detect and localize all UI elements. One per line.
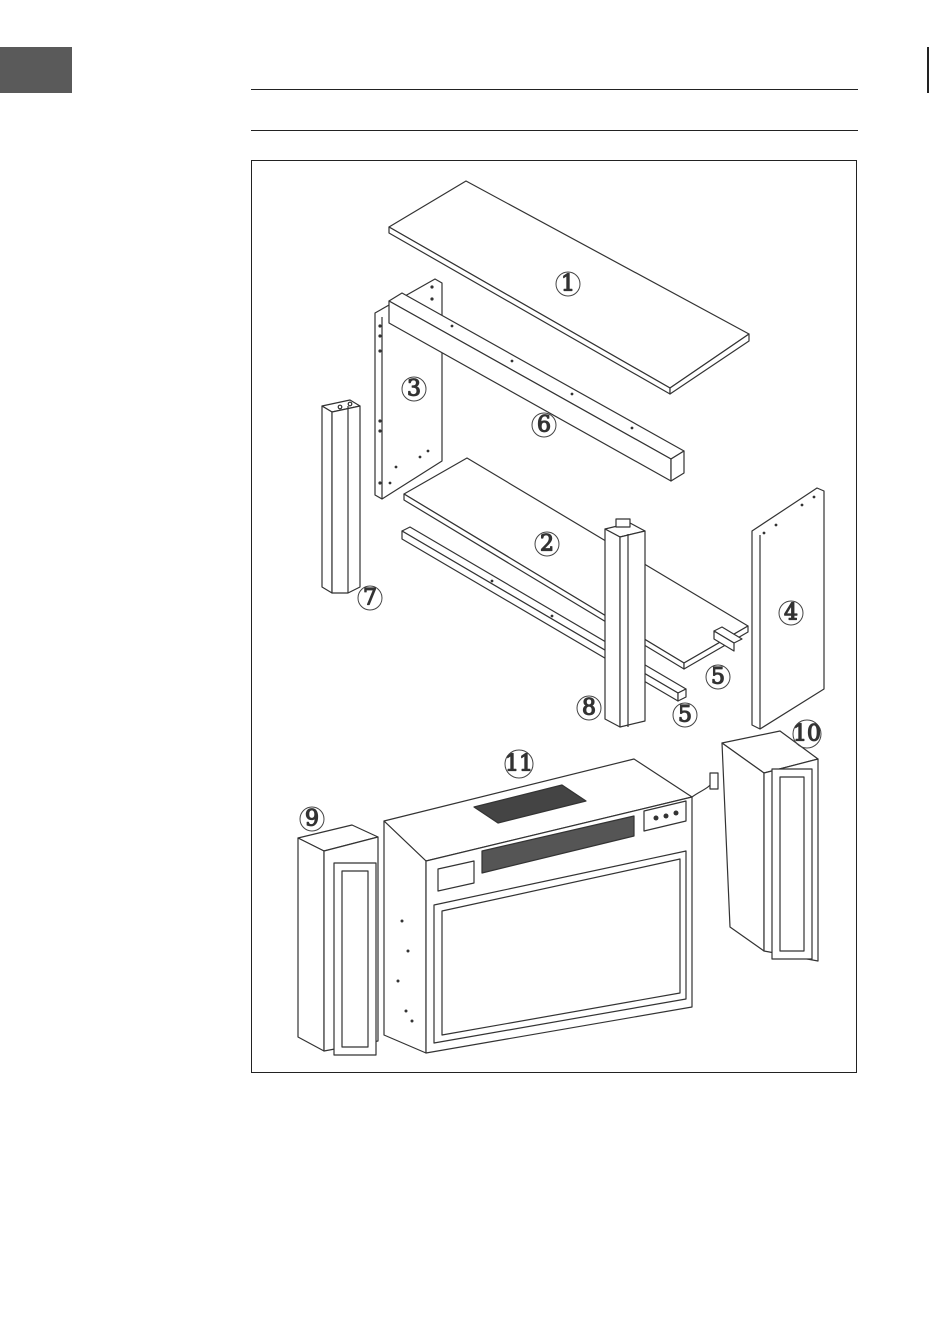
label-part-10: 10 — [793, 720, 821, 748]
header-rule-bottom — [251, 130, 858, 131]
svg-text:5: 5 — [711, 665, 725, 690]
svg-text:5: 5 — [678, 703, 692, 728]
svg-text:7: 7 — [363, 586, 377, 611]
svg-text:6: 6 — [537, 413, 551, 438]
svg-text:10: 10 — [793, 722, 821, 747]
svg-text:1: 1 — [561, 272, 575, 297]
language-tab — [0, 47, 72, 93]
label-part-7: 7 — [358, 586, 382, 611]
header-rule-top — [251, 89, 858, 90]
svg-text:11: 11 — [505, 752, 533, 777]
part-11-fireplace-insert — [384, 759, 718, 1053]
part-9-left-side-box — [298, 825, 378, 1055]
part-8-front-leg — [605, 519, 645, 727]
svg-text:8: 8 — [582, 696, 596, 721]
part-7-left-leg — [322, 400, 360, 593]
label-part-5-right: 5 — [706, 665, 730, 690]
label-part-9: 9 — [300, 807, 324, 832]
label-part-11: 11 — [505, 750, 533, 778]
part-10-right-side-box — [722, 731, 818, 961]
svg-text:4: 4 — [784, 601, 798, 626]
page-edge-mark — [927, 47, 929, 93]
label-part-8: 8 — [577, 696, 601, 721]
svg-text:2: 2 — [540, 532, 554, 557]
exploded-parts-diagram: 1 2 3 4 5 5 6 7 8 9 10 11 — [251, 160, 857, 1073]
label-part-6: 6 — [532, 413, 556, 438]
svg-text:9: 9 — [305, 807, 319, 832]
svg-text:3: 3 — [407, 377, 421, 402]
label-part-5-lower: 5 — [673, 703, 697, 728]
